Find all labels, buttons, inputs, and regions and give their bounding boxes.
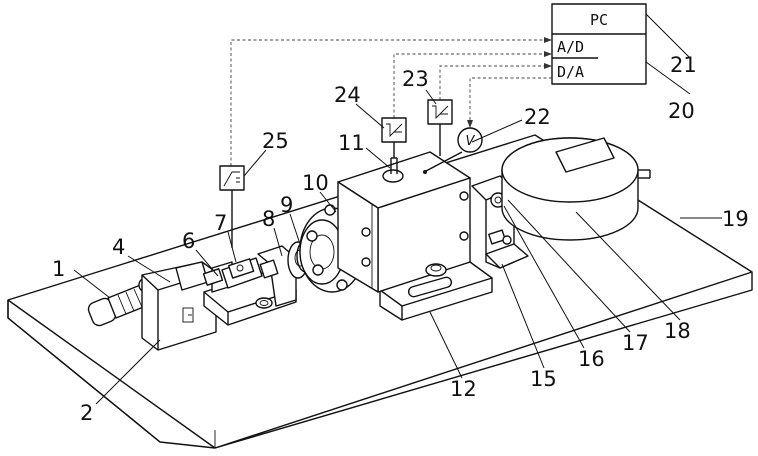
label-10: 10 xyxy=(302,171,329,195)
label-7: 7 xyxy=(214,211,227,235)
label-15: 15 xyxy=(530,367,557,391)
label-2: 2 xyxy=(80,401,93,425)
ad-label: A/D xyxy=(557,38,584,56)
label-23: 23 xyxy=(402,67,429,91)
label-22: 22 xyxy=(524,105,551,129)
label-11: 11 xyxy=(338,131,365,155)
label-1: 1 xyxy=(52,257,65,281)
label-24: 24 xyxy=(334,83,361,107)
motor xyxy=(502,138,650,240)
pc-box: PC A/D D/A xyxy=(552,4,646,84)
label-18: 18 xyxy=(664,319,691,343)
filter-box-25 xyxy=(220,166,244,190)
label-12: 12 xyxy=(450,377,477,401)
da-label: D/A xyxy=(557,63,584,81)
label-21: 21 xyxy=(670,53,697,77)
label-16: 16 xyxy=(578,347,605,371)
pc-title: PC xyxy=(590,11,608,29)
label-4: 4 xyxy=(112,235,125,259)
label-9: 9 xyxy=(280,193,293,217)
label-6: 6 xyxy=(182,229,195,253)
filter-box-24 xyxy=(382,118,406,142)
label-20: 20 xyxy=(668,99,695,123)
label-17: 17 xyxy=(622,331,649,355)
label-8: 8 xyxy=(262,207,275,231)
filter-box-23 xyxy=(428,100,452,124)
label-25: 25 xyxy=(262,129,289,153)
label-19: 19 xyxy=(722,207,749,231)
